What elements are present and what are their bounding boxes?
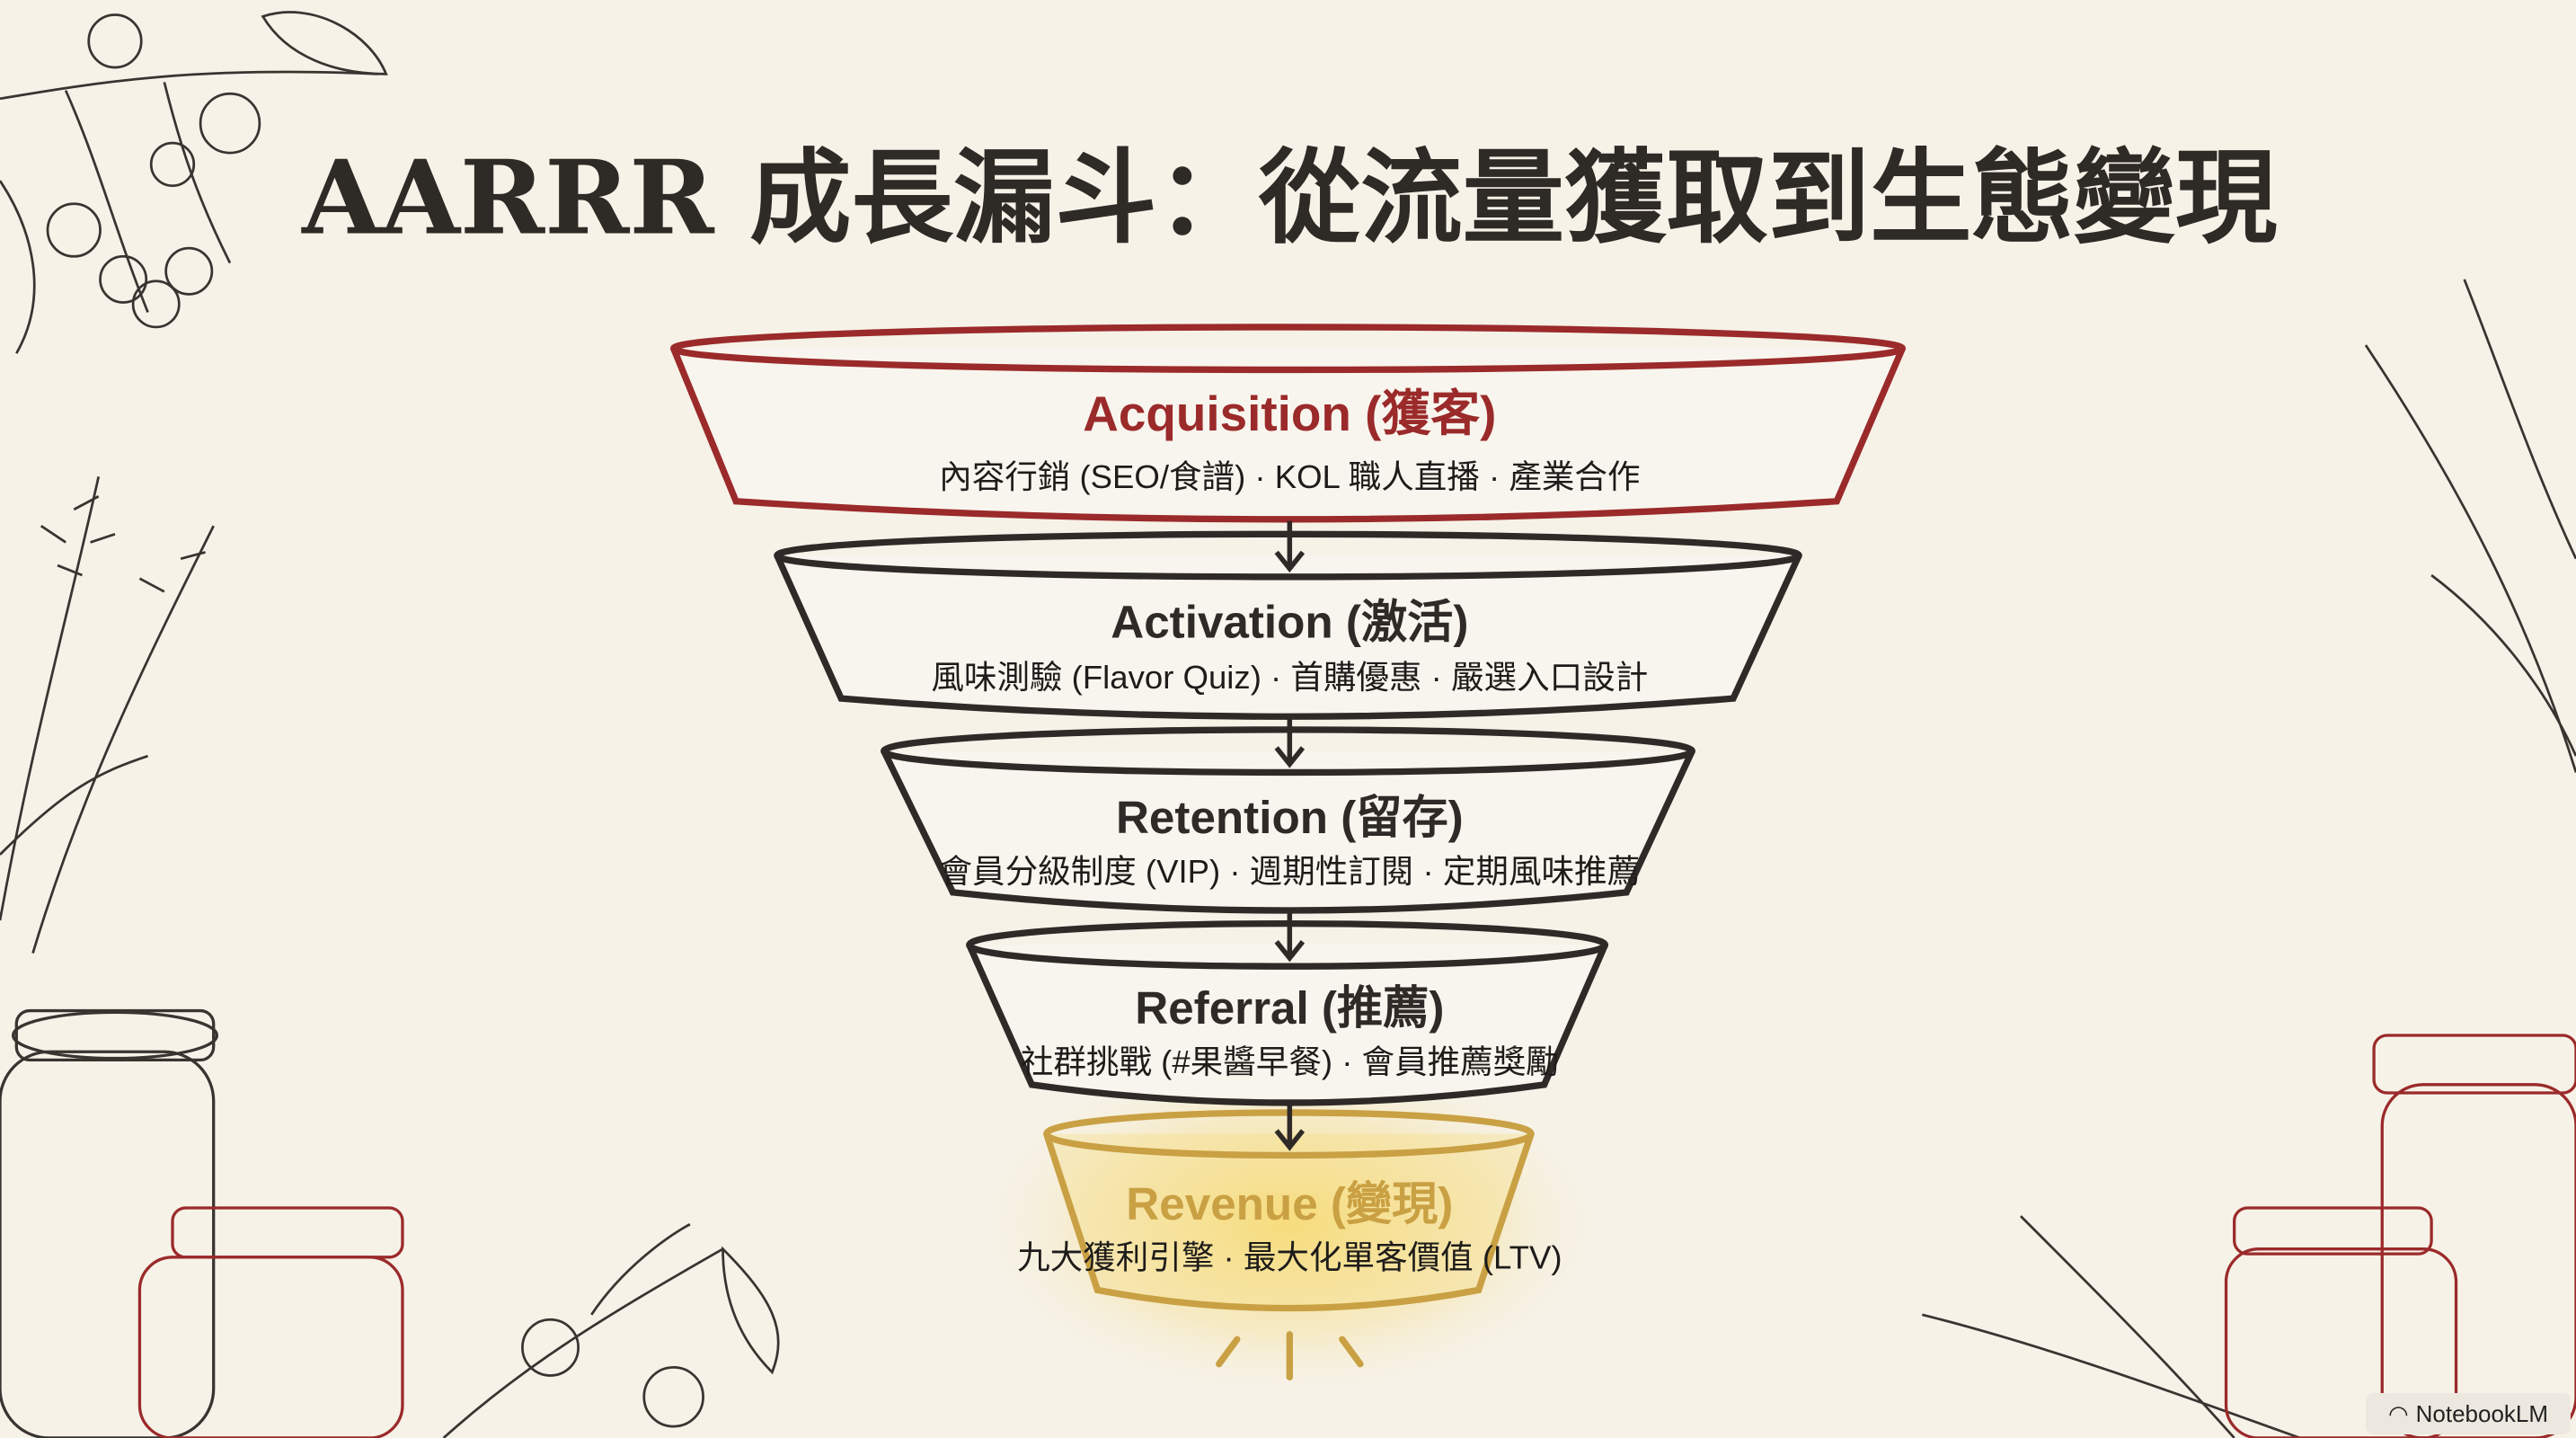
stage-title: Activation (激活) — [1111, 596, 1468, 647]
revenue-glow — [960, 1043, 1619, 1406]
arrowhead-icon — [1274, 940, 1306, 963]
stage-title: Referral (推薦) — [1135, 982, 1444, 1034]
jars-right-illustration — [2224, 1034, 2576, 1438]
stage-subtitle: 社群挑戰 (#果醬早餐) · 會員推薦獎勵 — [1021, 1043, 1559, 1080]
funnel-stage-referral: Referral (推薦) 社群挑戰 (#果醬早餐) · 會員推薦獎勵 — [966, 911, 1609, 1106]
berry-branch-top-left-illustration — [0, 11, 388, 354]
stage-rim — [670, 324, 1906, 374]
berry-branch-bottom-illustration — [442, 1223, 780, 1438]
stage-title: Acquisition (獲客) — [1083, 386, 1496, 441]
stage-title: Revenue (變現) — [1126, 1178, 1453, 1229]
funnel-stage-activation: Activation (激活) 風味測驗 (Flavor Quiz) · 首購優惠… — [774, 520, 1802, 720]
stage-body — [670, 347, 1906, 523]
arrowhead-icon — [1274, 550, 1306, 573]
stage-subtitle: 內容行銷 (SEO/食譜) · KOL 職人直播 · 產業合作 — [939, 458, 1640, 495]
notebooklm-badge: ◠ NotebookLM — [2366, 1393, 2571, 1434]
funnel-stage-revenue: Revenue (變現) 九大獲利引擎 · 最大化單客價值 (LTV) — [1017, 1104, 1562, 1312]
stage-title: Retention (留存) — [1116, 792, 1464, 843]
stage-subtitle: 風味測驗 (Flavor Quiz) · 首購優惠 · 嚴選入口設計 — [931, 659, 1648, 696]
funnel: Acquisition (獲客) 內容行銷 (SEO/食譜) · KOL 職人直播… — [670, 324, 1906, 1312]
revenue-sparkle-icon — [1216, 1331, 1364, 1380]
wheat-left-illustration — [0, 476, 215, 954]
arrowhead-icon — [1274, 1129, 1306, 1151]
stage-body — [966, 943, 1608, 1106]
notebooklm-logo-icon: ◠ — [2387, 1399, 2409, 1427]
stage-subtitle: 九大獲利引擎 · 最大化單客價值 (LTV) — [1017, 1239, 1562, 1276]
notebooklm-label: NotebookLM — [2415, 1399, 2549, 1427]
stage-body — [774, 554, 1802, 720]
arrowhead-icon — [1274, 746, 1306, 768]
stage-body — [881, 750, 1695, 914]
jars-left-illustration — [0, 1008, 404, 1438]
wheat-right-illustration — [1921, 279, 2576, 1438]
funnel-stage-retention: Retention (留存) 會員分級制度 (VIP) · 週期性訂閱 · 定期風… — [881, 718, 1695, 914]
stage-body — [1043, 1132, 1535, 1312]
stage-subtitle: 會員分級制度 (VIP) · 週期性訂閱 · 定期風味推薦 — [940, 853, 1641, 890]
slide-title: AARRR 成長漏斗：從流量獲取到生態變現 — [301, 138, 2277, 258]
funnel-stage-acquisition: Acquisition (獲客) 內容行銷 (SEO/食譜) · KOL 職人直播… — [670, 324, 1906, 523]
